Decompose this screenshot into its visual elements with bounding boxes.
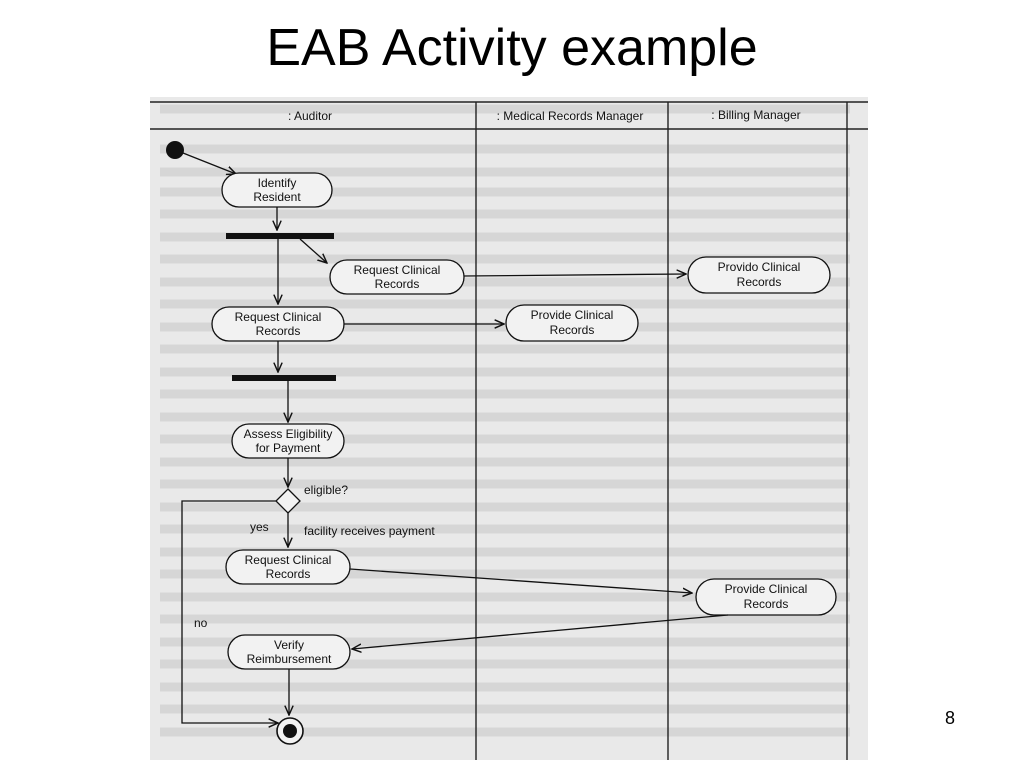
action-provide-clinical-records-1-line-1: Provide Clinical (531, 308, 614, 322)
decision-label: eligible? (304, 483, 348, 497)
flow-request-3-to-provide-2 (349, 568, 692, 593)
flow-start-to-identify (182, 152, 236, 174)
action-request-clinical-records-2-line-1: Request Clinical (235, 310, 322, 324)
action-provide-clinical-records-2-line-1: Provide Clinical (725, 582, 808, 596)
action-verify-reimbursement-line-1: Verify (274, 638, 304, 652)
flow-request-1-to-provido (463, 274, 686, 276)
scanned-diagram: : Auditor : Medical Records Manager : Bi… (150, 97, 868, 760)
action-request-clinical-records-3-line-1: Request Clinical (245, 553, 332, 567)
initial-node (166, 141, 184, 159)
guard-yes-label: yes (250, 520, 269, 534)
lane-label-billing-manager: : Billing Manager (711, 108, 800, 122)
action-request-clinical-records-1-line-2: Records (375, 277, 420, 291)
page-number: 8 (945, 708, 956, 728)
slide-title: EAB Activity example (266, 19, 758, 77)
action-provide-clinical-records-1 (505, 304, 639, 342)
action-request-clinical-records-2-line-2: Records (256, 324, 301, 338)
action-verify-reimbursement-line-2: Reimbursement (247, 652, 332, 666)
flow-decision-no (181, 500, 278, 723)
action-request-clinical-records-1-line-1: Request Clinical (354, 263, 441, 277)
join-bar (232, 375, 336, 381)
flow-provide-2-to-verify (352, 614, 729, 649)
action-provide-clinical-records-2-line-2: Records (744, 597, 789, 611)
flow-fork-to-request-1 (299, 238, 327, 263)
action-identify-resident-line-1: Identify (258, 176, 297, 190)
action-request-clinical-records-1 (329, 259, 465, 295)
action-provido-clinical-records-line-2: Records (737, 275, 782, 289)
guard-no-label: no (194, 616, 208, 630)
action-request-clinical-records-3 (225, 549, 351, 585)
action-request-clinical-records-3-line-2: Records (266, 567, 311, 581)
action-provide-clinical-records-1-line-2: Records (550, 323, 595, 337)
action-provido-clinical-records-line-1: Provido Clinical (718, 260, 801, 274)
action-label-facility-receives-payment: facility receives payment (304, 524, 435, 538)
action-provide-clinical-records-2 (695, 578, 837, 616)
action-assess-eligibility-line-1: Assess Eligibility (244, 427, 333, 441)
final-node-core (283, 724, 297, 738)
lane-label-auditor: : Auditor (288, 109, 332, 123)
activity-diagram: : Auditor : Medical Records Manager : Bi… (150, 101, 868, 760)
fork-bar-1 (226, 233, 334, 239)
action-identify-resident-line-2: Resident (253, 190, 301, 204)
action-assess-eligibility-line-2: for Payment (256, 441, 321, 455)
action-provido-clinical-records (687, 256, 831, 294)
lane-label-medical-records-manager: : Medical Records Manager (497, 109, 644, 123)
